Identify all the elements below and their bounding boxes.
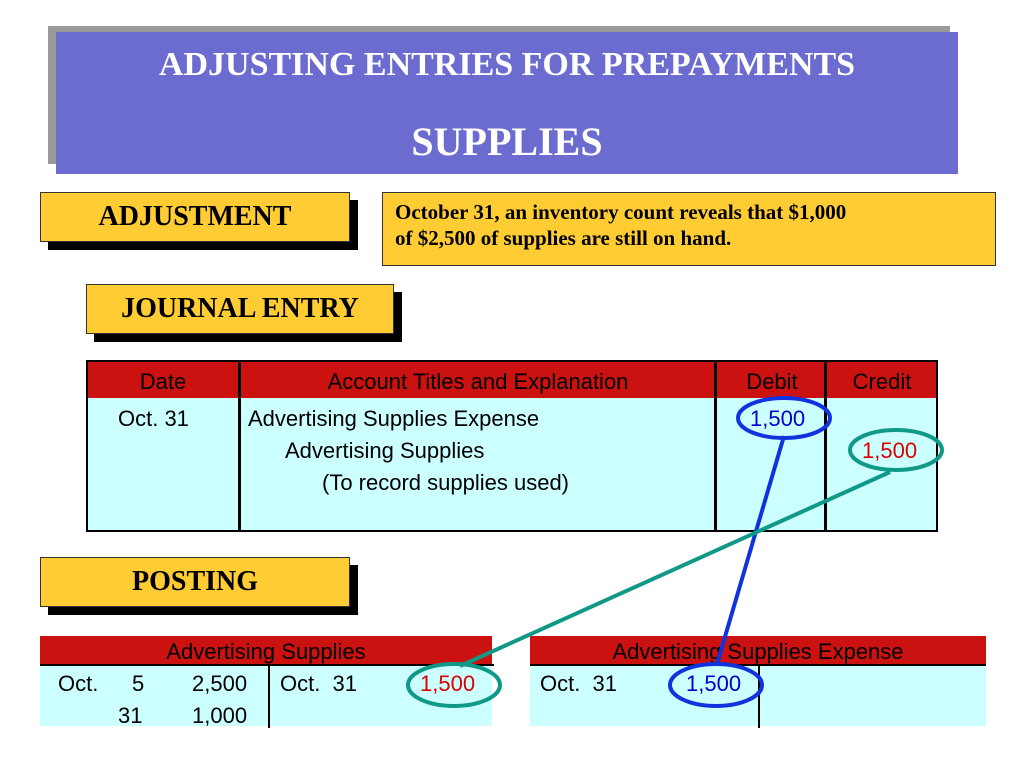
slide-subtitle: SUPPLIES: [411, 119, 603, 164]
entry-date: Oct. 31: [118, 406, 189, 431]
credit-amount: 1,500: [862, 438, 918, 463]
supplies-row2-amount: 1,000: [192, 703, 248, 728]
header-debit: Debit: [746, 369, 798, 394]
column-divider: [238, 362, 241, 530]
note-line-1: October 31, an inventory count reveals t…: [395, 200, 847, 224]
supplies-row1-credit-date: Oct. 31: [280, 671, 358, 696]
t-account-supplies-rule: [40, 664, 494, 666]
credit-posting-line: [459, 470, 891, 668]
t-account-expense-title: Advertising Supplies Expense: [530, 636, 986, 664]
title-banner: ADJUSTING ENTRIES FOR PREPAYMENTS SUPPLI…: [56, 32, 958, 174]
journal-entry-label: JOURNAL ENTRY: [86, 284, 394, 334]
posting-label: POSTING: [40, 557, 350, 607]
credit-account: Advertising Supplies: [285, 438, 485, 463]
t-account-expense-divider: [758, 664, 760, 728]
adjustment-note: October 31, an inventory count reveals t…: [382, 192, 996, 266]
t-account-supplies-divider: [268, 664, 270, 728]
supplies-row1-month: Oct.: [58, 671, 99, 696]
credit-amount-circle: [848, 428, 944, 472]
supplies-row1-credit-amount: 1,500: [420, 671, 476, 696]
expense-debit-circle: [668, 662, 764, 708]
t-account-supplies-title: Advertising Supplies: [40, 636, 492, 664]
posting-label-text: POSTING: [131, 566, 259, 597]
note-line-2: of $2,500 of supplies are still on hand.: [395, 226, 732, 250]
header-account: Account Titles and Explanation: [327, 369, 629, 394]
journal-table: Date Account Titles and Explanation Debi…: [86, 360, 938, 532]
entry-explanation: (To record supplies used): [322, 470, 570, 495]
adjustment-label-text: ADJUSTMENT: [98, 201, 292, 232]
header-credit: Credit: [852, 369, 912, 394]
supplies-credit-circle: [406, 662, 502, 708]
column-divider: [824, 362, 827, 530]
adjustment-label: ADJUSTMENT: [40, 192, 350, 242]
debit-amount: 1,500: [750, 406, 806, 431]
column-divider: [714, 362, 717, 530]
supplies-row1-amount: 2,500: [192, 671, 248, 696]
expense-row1-date: Oct. 31: [540, 671, 618, 696]
supplies-row1-day: 5: [132, 671, 145, 696]
debit-posting-line: [715, 435, 786, 665]
supplies-row2-day: 31: [118, 703, 143, 728]
debit-account: Advertising Supplies Expense: [248, 406, 540, 431]
journal-header-row: [88, 362, 936, 398]
journal-entry-label-text: JOURNAL ENTRY: [121, 293, 359, 324]
debit-amount-circle: [736, 396, 832, 440]
slide-title: ADJUSTING ENTRIES FOR PREPAYMENTS: [158, 46, 856, 83]
header-date: Date: [139, 369, 187, 394]
expense-row1-amount: 1,500: [686, 671, 742, 696]
